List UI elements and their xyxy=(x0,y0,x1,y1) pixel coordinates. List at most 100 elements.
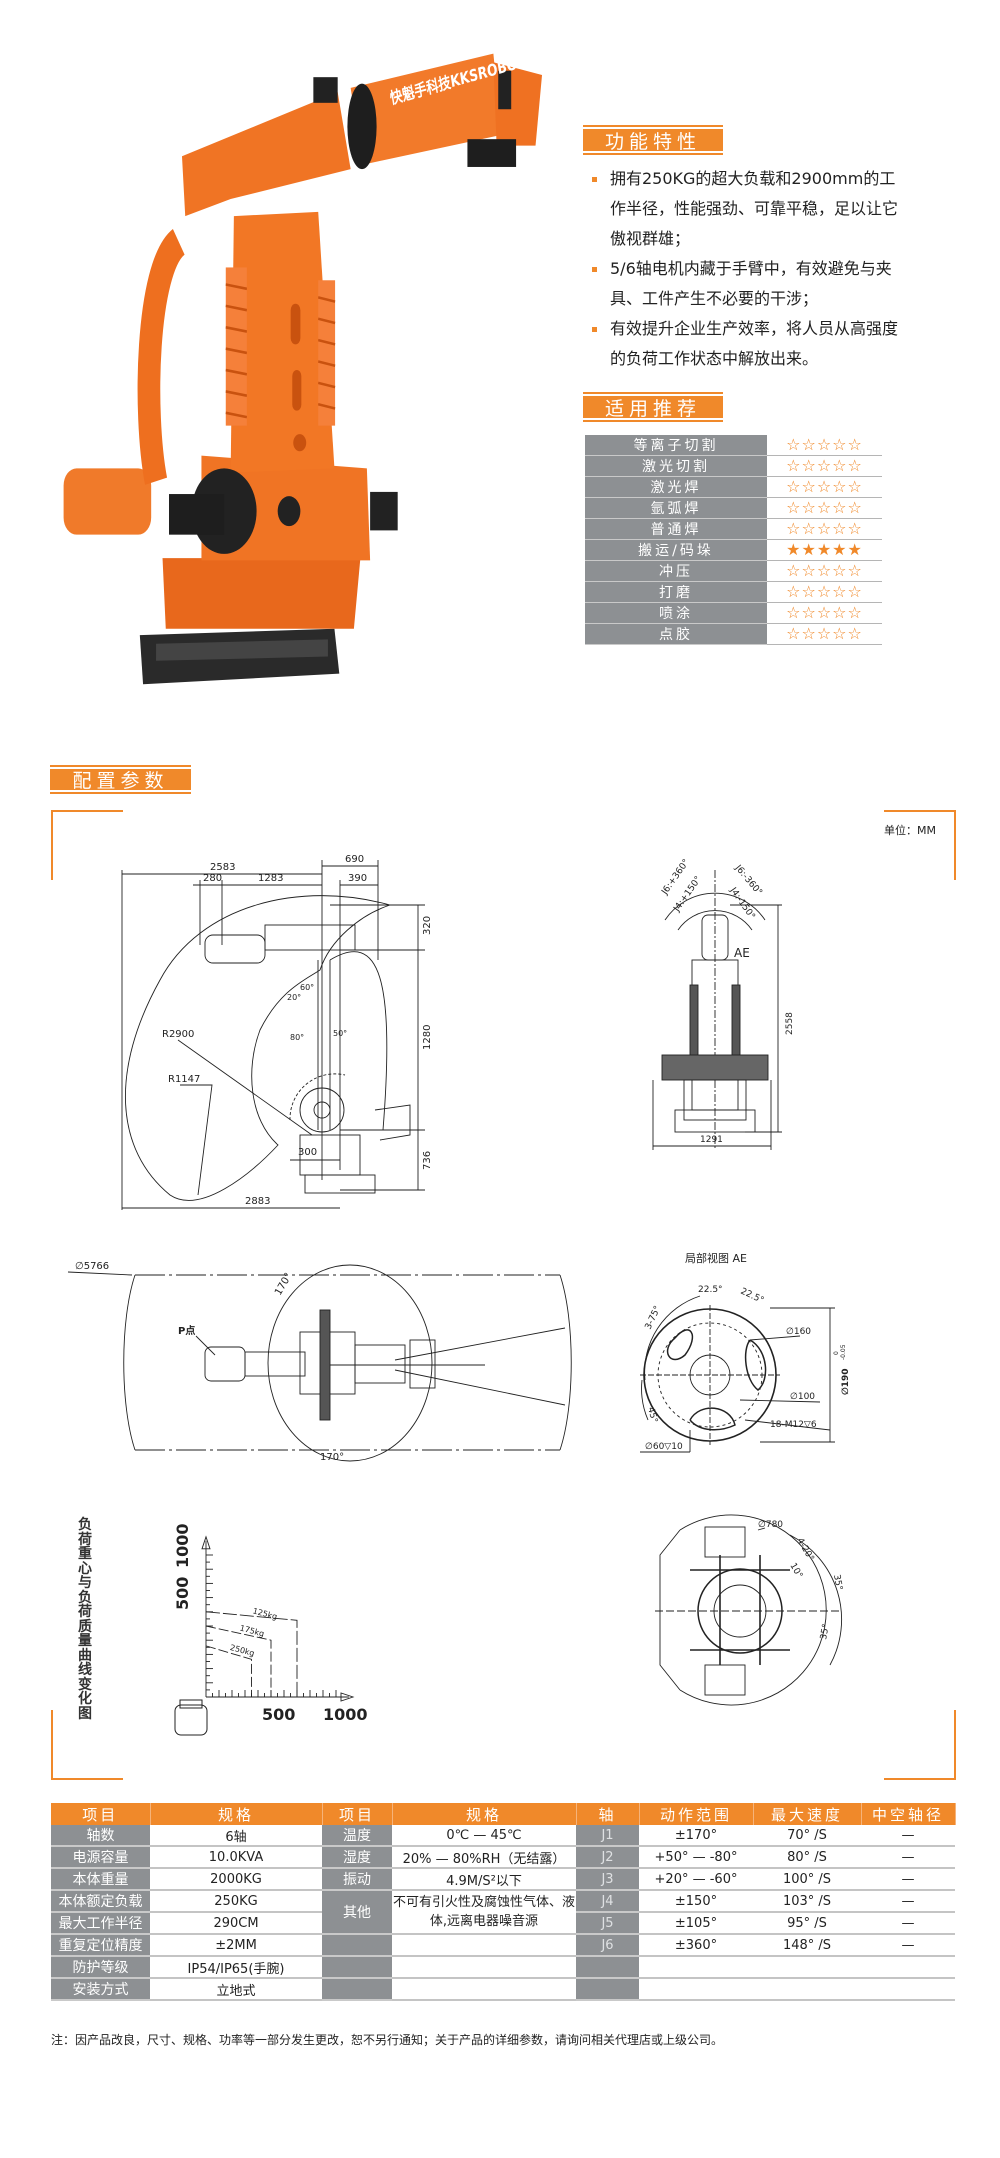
empty-cell xyxy=(753,1978,861,2001)
axis-hollow: — xyxy=(861,1846,955,1869)
feature-item: 5/6轴电机内藏于手臂中，有效避免与夹具、工件产生不必要的干涉； xyxy=(590,254,910,314)
axis-hollow: — xyxy=(861,1912,955,1935)
spec-value: 6轴 xyxy=(150,1825,322,1847)
star-rating: ☆☆☆☆☆ xyxy=(767,497,882,519)
svg-text:20°: 20° xyxy=(287,993,301,1002)
application-label: 激光切割 xyxy=(585,455,767,477)
empty-cell xyxy=(639,1978,753,2001)
svg-text:18-M12▽6: 18-M12▽6 xyxy=(770,1420,817,1430)
spec-row: 安装方式立地式 xyxy=(51,1978,955,2001)
svg-text:2558: 2558 xyxy=(785,1012,795,1035)
empty-cell xyxy=(861,1956,955,1979)
rating-row: 激光焊☆☆☆☆☆ xyxy=(585,476,882,498)
svg-text:4-20°: 4-20° xyxy=(794,1537,815,1564)
spec-column-header: 最大速度 xyxy=(753,1803,862,1825)
svg-text:390: 390 xyxy=(348,873,367,884)
axis-hollow: — xyxy=(861,1934,955,1957)
load-chart-labels: 500 1000 500 1000 xyxy=(173,1523,368,1724)
star-rating: ☆☆☆☆☆ xyxy=(767,560,882,582)
y-tick-label: 1000 xyxy=(173,1523,192,1568)
spec-value: 2000KG xyxy=(150,1868,322,1891)
application-label: 等离子切割 xyxy=(585,435,767,456)
spec-item: 安装方式 xyxy=(51,1978,150,2001)
svg-text:22.5°: 22.5° xyxy=(698,1285,723,1295)
rating-row: 氩弧焊☆☆☆☆☆ xyxy=(585,497,882,519)
spec-item: 电源容量 xyxy=(51,1846,150,1869)
load-curve-250kg xyxy=(205,1645,252,1697)
svg-text:45°: 45° xyxy=(645,1406,659,1424)
application-label: 点胶 xyxy=(585,623,767,645)
svg-text:1291: 1291 xyxy=(700,1135,723,1145)
spec-column-header: 项目 xyxy=(51,1803,151,1825)
axis-hollow: — xyxy=(861,1825,955,1847)
svg-text:∅60▽10: ∅60▽10 xyxy=(645,1442,683,1452)
rating-row: 等离子切割☆☆☆☆☆ xyxy=(585,435,882,456)
env-value: 不可有引火性及腐蚀性气体、液体,远离电器噪音源 xyxy=(392,1890,576,1935)
spec-value: 290CM xyxy=(150,1912,322,1935)
star-rating: ☆☆☆☆☆ xyxy=(767,518,882,540)
recommend-heading: 适用推荐 xyxy=(583,392,723,422)
svg-text:10°: 10° xyxy=(787,1562,804,1581)
star-rating: ☆☆☆☆☆ xyxy=(767,455,882,477)
axis-label: J6 xyxy=(576,1934,639,1957)
empty-cell xyxy=(576,1956,639,1979)
spec-column-header: 动作范围 xyxy=(639,1803,754,1825)
base-view-labels: ∅780 4-20° 10° 35° 35° xyxy=(758,1520,844,1641)
axis-range: +20° — -60° xyxy=(639,1868,753,1891)
axis-speed: 95° /S xyxy=(753,1912,861,1935)
application-rating-table: 等离子切割☆☆☆☆☆激光切割☆☆☆☆☆激光焊☆☆☆☆☆氩弧焊☆☆☆☆☆普通焊☆☆… xyxy=(585,435,882,645)
spec-item: 重复定位精度 xyxy=(51,1934,150,1957)
spec-value: 立地式 xyxy=(150,1978,322,2001)
svg-text:∅5766: ∅5766 xyxy=(75,1261,109,1272)
robot-product-image: 快魁手科技KKSROBOT xyxy=(63,51,543,685)
features-heading: 功能特性 xyxy=(583,125,723,155)
svg-text:320: 320 xyxy=(422,916,433,935)
rating-row: 点胶☆☆☆☆☆ xyxy=(585,623,882,645)
svg-text:170°: 170° xyxy=(320,1452,344,1463)
axis-range: +50° — -80° xyxy=(639,1846,753,1869)
load-curve-175kg xyxy=(205,1625,272,1697)
svg-text:R2900: R2900 xyxy=(162,1029,194,1040)
feature-item: 有效提升企业生产效率，将人员从高强度的负荷工作状态中解放出来。 xyxy=(590,314,910,374)
axis-hollow: — xyxy=(861,1868,955,1891)
rating-row: 喷涂☆☆☆☆☆ xyxy=(585,602,882,624)
spec-column-header: 中空轴径 xyxy=(861,1803,956,1825)
axis-range: ±170° xyxy=(639,1825,753,1847)
top-view-labels: ∅5766 P点 170° 170° xyxy=(75,1261,344,1463)
spec-item: 轴数 xyxy=(51,1825,150,1847)
star-rating: ★★★★★ xyxy=(767,539,882,561)
axis-label: J5 xyxy=(576,1912,639,1935)
star-rating: ☆☆☆☆☆ xyxy=(767,581,882,603)
env-value: 0℃ — 45℃ xyxy=(392,1825,576,1847)
svg-text:280: 280 xyxy=(203,873,222,884)
application-label: 激光焊 xyxy=(585,476,767,498)
application-label: 打磨 xyxy=(585,581,767,603)
svg-text:局部视图 AE: 局部视图 AE xyxy=(685,1251,747,1265)
flange-view-drawing xyxy=(640,1295,835,1453)
flange-view-labels: 局部视图 AE 22.5° 22.5° 3-75° 45° ∅160 ∅100 … xyxy=(644,1251,851,1452)
spec-column-header: 项目 xyxy=(322,1803,393,1825)
application-label: 氩弧焊 xyxy=(585,497,767,519)
axis-speed: 100° /S xyxy=(753,1868,861,1891)
top-view-drawing xyxy=(67,1264,572,1462)
axis-hollow: — xyxy=(861,1890,955,1913)
svg-text:22.5°: 22.5° xyxy=(739,1287,765,1306)
application-label: 喷涂 xyxy=(585,602,767,624)
axis-range: ±105° xyxy=(639,1912,753,1935)
rating-row: 冲压☆☆☆☆☆ xyxy=(585,560,882,582)
svg-text:∅100: ∅100 xyxy=(790,1392,815,1402)
rating-row: 打磨☆☆☆☆☆ xyxy=(585,581,882,603)
axis-range: ±150° xyxy=(639,1890,753,1913)
svg-text:∅780: ∅780 xyxy=(758,1520,783,1530)
application-label: 冲压 xyxy=(585,560,767,582)
x-tick-label: 500 xyxy=(262,1705,295,1724)
config-heading: 配置参数 xyxy=(50,765,191,794)
axis-label: J1 xyxy=(576,1825,639,1847)
load-curve-label: 250kg xyxy=(229,1643,255,1658)
empty-cell xyxy=(639,1956,753,1979)
axis-speed: 148° /S xyxy=(753,1934,861,1957)
